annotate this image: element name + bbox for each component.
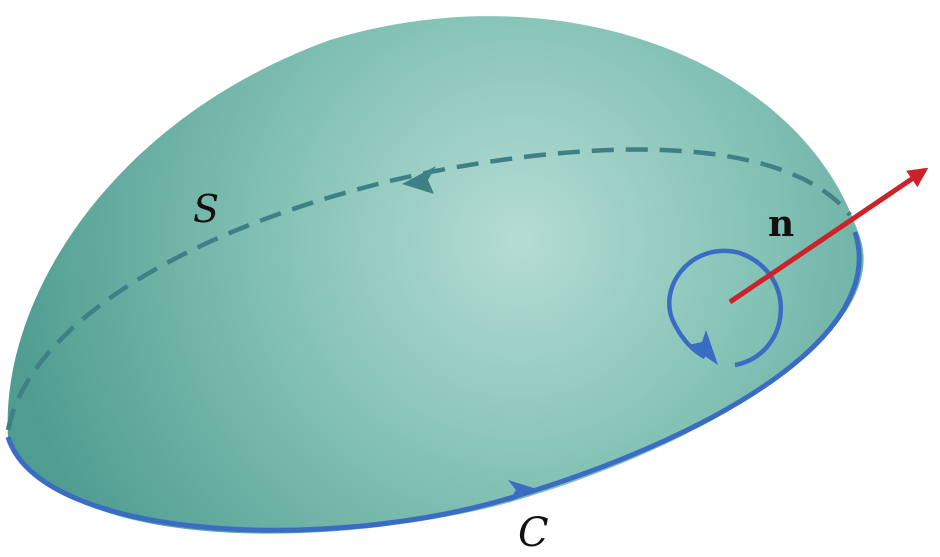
label-boundary-c: C (518, 510, 549, 556)
normal-vector-arrow (728, 167, 929, 305)
label-surface-s: S (193, 187, 219, 231)
orientation-arrow-icon (688, 330, 718, 365)
orientation-circle (667, 248, 784, 368)
boundary-curve-arrow-icon (508, 480, 540, 502)
label-normal-n: n (768, 203, 794, 245)
hidden-curve-arrow-icon (402, 166, 436, 194)
surface-dome (7, 16, 864, 534)
